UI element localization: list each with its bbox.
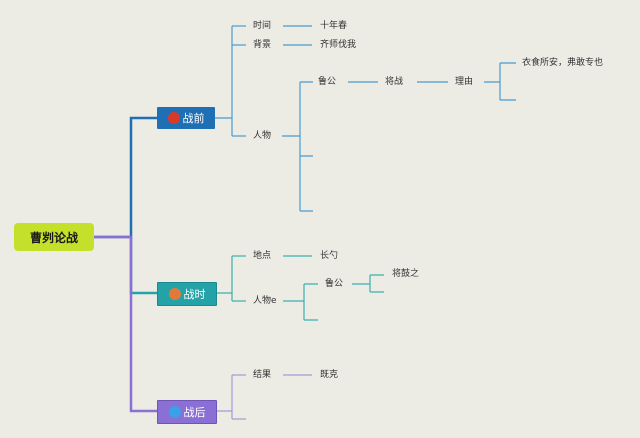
node-background[interactable]: 背景 bbox=[253, 40, 272, 50]
connector-root-to-zhanshi bbox=[129, 237, 157, 295]
connector-zhanqian-bracket bbox=[215, 26, 233, 136]
node-lugong-2[interactable]: 鲁公 bbox=[325, 279, 344, 289]
node-liyou[interactable]: 理由 bbox=[455, 77, 474, 87]
connector-lugong2-bracket bbox=[352, 274, 384, 293]
connector-root-to-zhanqian bbox=[94, 116, 157, 239]
branch-zhanqian-label: 战前 bbox=[182, 112, 205, 125]
node-place[interactable]: 地点 bbox=[253, 251, 272, 261]
orange-dot-icon bbox=[168, 288, 181, 300]
connector-root-to-zhanhou bbox=[94, 235, 157, 413]
branch-zhanshi-label: 战时 bbox=[183, 288, 206, 301]
branch-zhanqian[interactable]: 战前 bbox=[157, 107, 215, 129]
root-topic[interactable]: 曹刿论战 bbox=[14, 223, 94, 251]
red-dot-icon bbox=[167, 112, 180, 124]
blue-dot-icon bbox=[168, 406, 181, 418]
node-people-e[interactable]: 人物e bbox=[253, 296, 277, 306]
branch-zhanhou[interactable]: 战后 bbox=[157, 400, 217, 424]
node-people[interactable]: 人物 bbox=[253, 131, 272, 141]
node-time-value[interactable]: 十年春 bbox=[320, 21, 348, 31]
node-background-value[interactable]: 齐师伐我 bbox=[320, 40, 357, 50]
connector-people-e-bracket bbox=[283, 283, 318, 321]
node-jiangzhan[interactable]: 将战 bbox=[385, 77, 404, 87]
root-topic-label: 曹刿论战 bbox=[29, 230, 78, 245]
node-reason-text[interactable]: 衣食所安，弗敢专也 bbox=[522, 58, 604, 68]
connector-liyou-bracket bbox=[484, 62, 516, 101]
branch-zhanshi[interactable]: 战时 bbox=[157, 282, 217, 306]
node-time[interactable]: 时间 bbox=[253, 21, 272, 31]
node-result[interactable]: 结果 bbox=[253, 370, 272, 380]
branch-zhanhou-label: 战后 bbox=[183, 406, 206, 419]
node-jianggu[interactable]: 将鼓之 bbox=[392, 269, 420, 279]
node-result-value[interactable]: 既克 bbox=[320, 370, 339, 380]
node-place-value[interactable]: 长勺 bbox=[320, 251, 339, 261]
connector-people-bracket bbox=[282, 81, 313, 212]
node-lugong[interactable]: 鲁公 bbox=[318, 77, 337, 87]
